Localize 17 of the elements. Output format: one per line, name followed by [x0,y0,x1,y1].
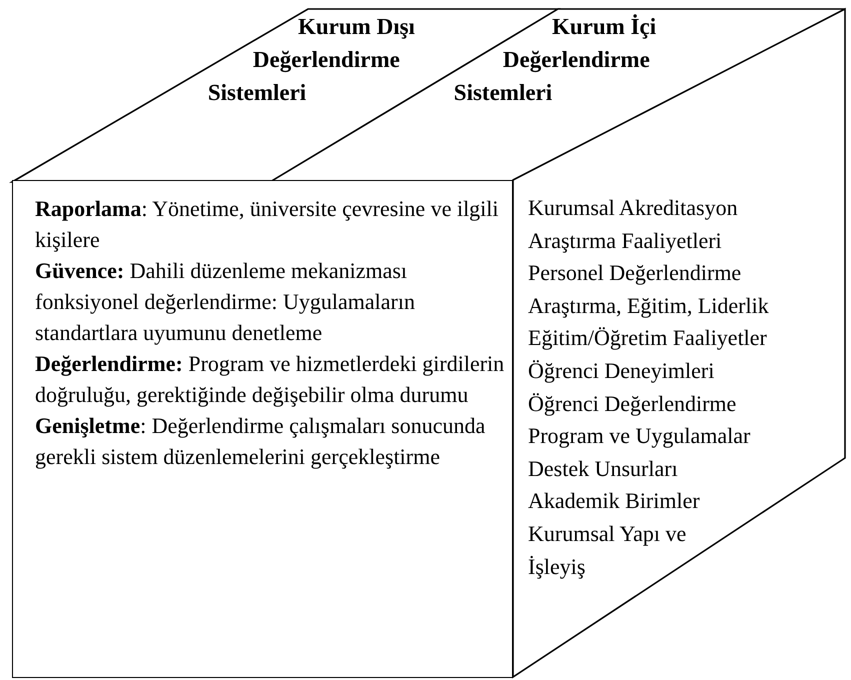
list-item: Eğitim/Öğretim Faaliyetler [528,324,767,352]
criterion-text: Değerlendirme: Program ve hizmetlerdeki girdilerin doğruluğu, gerektiğinde değişebilir olma durumu [35,350,506,409]
list-item: Araştırma Faaliyetleri [528,226,722,255]
list-item: Personel Değerlendirme [528,259,742,288]
criterion-text: Güvence: Dahili düzenleme mekanizması fonksiyonel değerlendirme: Uygulamaların standartlara uyumunu denetleme [35,257,416,347]
list-item: Program ve Uygulamalar [528,422,750,450]
list-item: Öğrenci Değerlendirme [528,390,736,418]
criterion-text: Raporlama: Yönetime, üniversite çevresine ve ilgili kişilere [35,195,500,254]
list-item: Öğrenci Deneyimleri [528,356,714,385]
face-title: Kurum İçi Değerlendirme Sistemleri [454,14,656,105]
list-item: Araştırma, Eğitim, Liderlik [528,292,769,320]
list-item: Destek Unsurları [528,454,678,483]
list-item: Kurumsal Yapı ve İşleyiş [528,520,688,581]
list-item: Kurumsal Akreditasyon [528,194,738,222]
list-item: Akademik Birimler [528,487,700,516]
criterion-text: Genişletme: Değerlendirme çalışmaları sonucunda gerekli sistem düzenlemelerini gerçekleştirme [35,412,486,471]
face-title: Kurum Dışı Değerlendirme Sistemleri [208,14,415,105]
